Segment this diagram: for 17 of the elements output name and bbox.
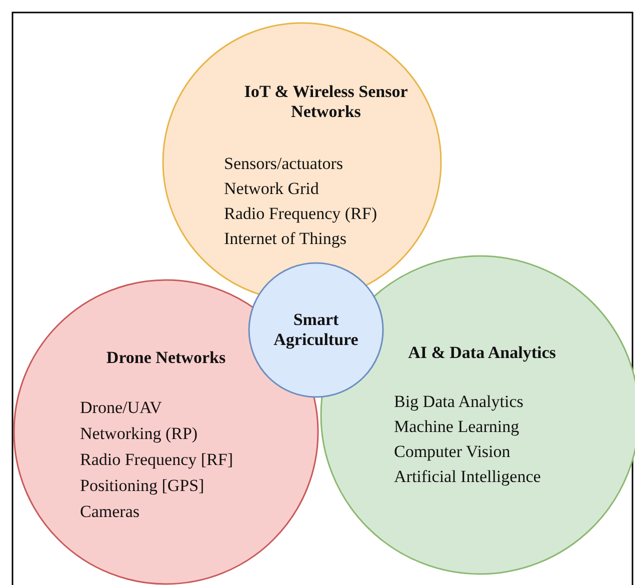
list-item: Sensors/actuators [224,154,343,174]
list-item: Big Data Analytics [394,392,524,412]
list-item: Cameras [80,502,140,522]
list-item: Radio Frequency [RF] [80,450,233,470]
circle-heading: AI & Data Analytics [407,343,557,363]
list-item: Computer Vision [394,442,510,462]
list-item: Drone/UAV [80,398,162,418]
list-item: Positioning [GPS] [80,476,204,496]
circle-heading: IoT & Wireless Sensor Networks [243,82,409,122]
list-item: Networking (RP) [80,424,198,444]
list-item: Artificial Intelligence [394,467,541,487]
circle-heading: Smart Agriculture [272,310,360,350]
list-item: Internet of Things [224,229,346,249]
list-item: Machine Learning [394,417,520,437]
list-item: Radio Frequency (RF) [224,204,377,224]
circle-heading: Drone Networks [105,348,227,368]
list-item: Network Grid [224,179,319,199]
